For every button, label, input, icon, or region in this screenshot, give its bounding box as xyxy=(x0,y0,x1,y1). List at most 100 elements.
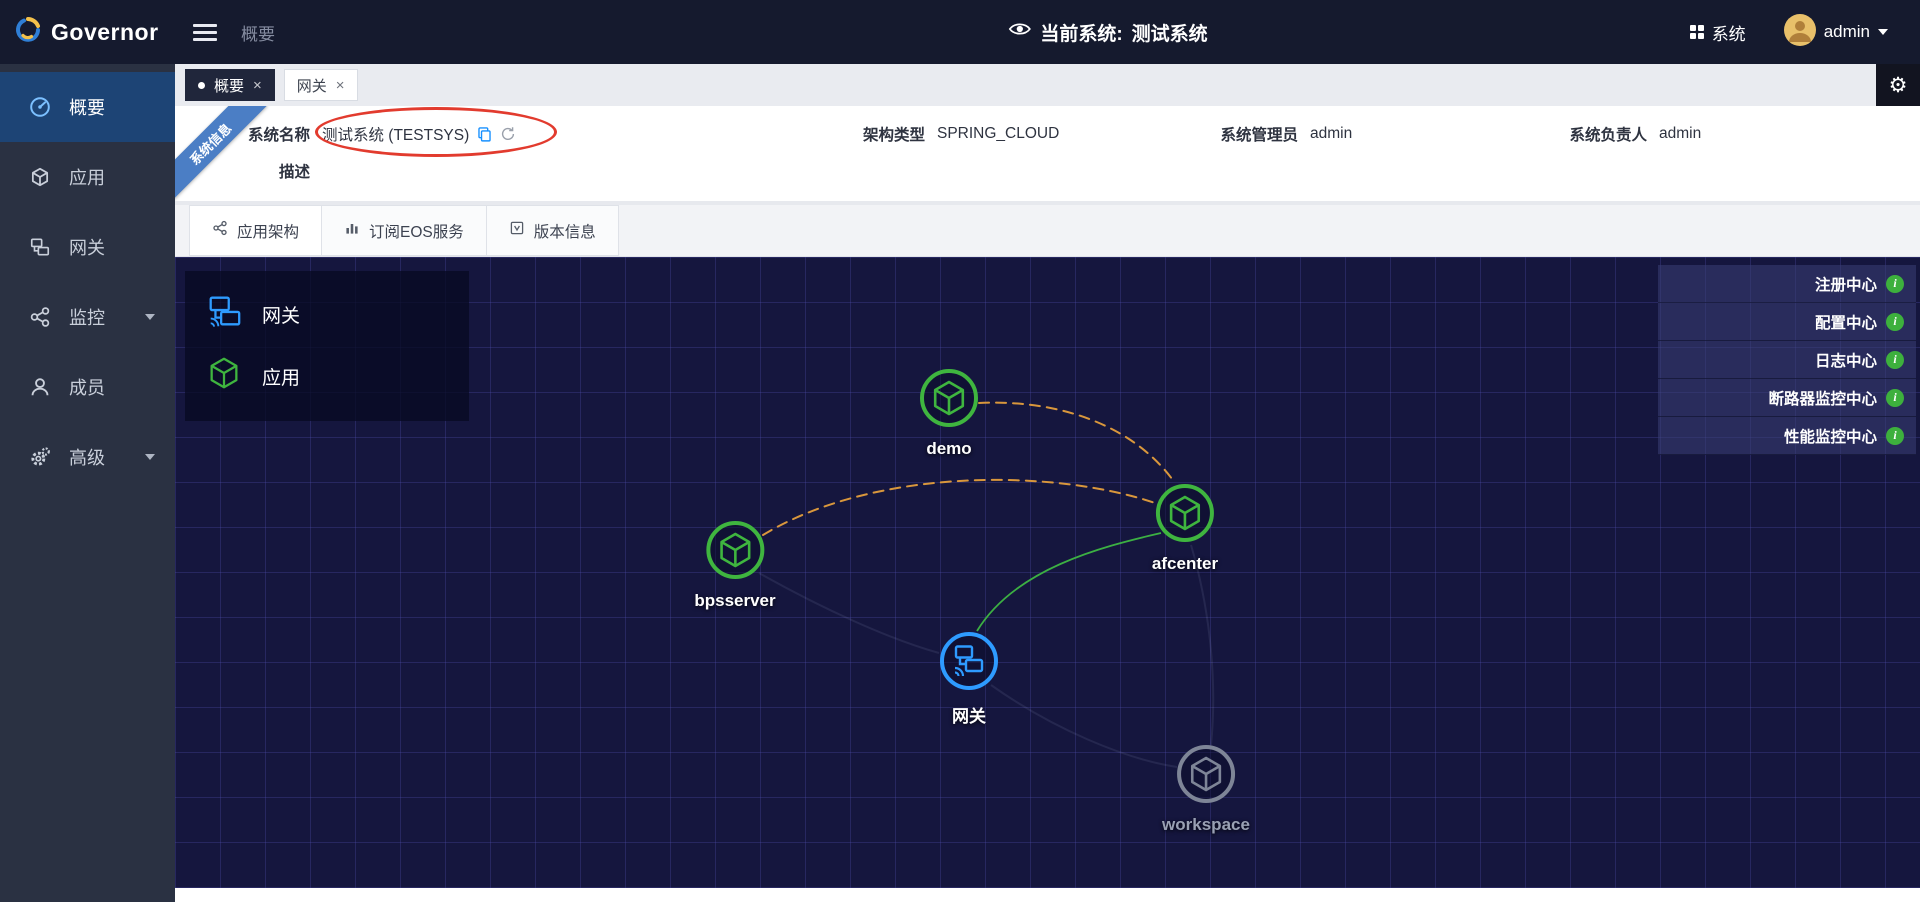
node-label: demo xyxy=(926,439,972,458)
legend-app[interactable]: 应用 xyxy=(185,345,469,407)
node-demo[interactable]: demo xyxy=(917,366,981,459)
service-row-performance[interactable]: 性能监控中心 i xyxy=(1658,417,1916,455)
advanced-icon xyxy=(28,446,52,468)
sidebar-item-gateway[interactable]: 网关 xyxy=(0,212,175,282)
sidebar-item-label: 成员 xyxy=(69,378,105,398)
view-tab-eos-services[interactable]: 订阅EOS服务 xyxy=(322,205,487,256)
node-label: bpsserver xyxy=(694,591,776,610)
service-label: 配置中心 xyxy=(1814,314,1877,332)
sidebar-item-overview[interactable]: 概要 xyxy=(0,72,175,142)
logo-text: Governor xyxy=(51,18,159,45)
chevron-down-icon xyxy=(145,454,155,460)
version-box-icon xyxy=(509,220,525,241)
current-system-indicator: 当前系统: 测试系统 xyxy=(1008,19,1208,46)
top-bar: Governor 概要 当前系统: 测试系统 系统 admin xyxy=(0,0,1920,64)
field-architecture-type: 架构类型 SPRING_CLOUD xyxy=(862,125,1060,144)
system-name-value: 测试系统 (TESTSYS) xyxy=(322,127,470,144)
app-node-icon xyxy=(1153,481,1217,550)
field-system-name: 系统名称 测试系统 (TESTSYS) xyxy=(175,123,765,145)
section-divider xyxy=(175,201,1920,205)
topology-canvas[interactable]: 网关 应用 demo bpsser xyxy=(175,257,1920,888)
copy-icon[interactable] xyxy=(476,126,493,143)
node-gateway[interactable]: 网关 xyxy=(937,629,1001,727)
app-node-icon xyxy=(703,518,767,587)
info-icon[interactable]: i xyxy=(1886,388,1904,407)
gear-icon: ⚙ xyxy=(1888,73,1908,97)
node-label: afcenter xyxy=(1151,554,1219,573)
username: admin xyxy=(1823,22,1870,41)
field-system-admin: 系统管理员 admin xyxy=(1220,125,1353,144)
service-row-circuit-breaker[interactable]: 断路器监控中心 i xyxy=(1658,379,1916,417)
service-label: 性能监控中心 xyxy=(1783,428,1877,446)
avatar xyxy=(1783,13,1816,51)
legend-label: 应用 xyxy=(262,367,301,389)
node-bpsserver[interactable]: bpsserver xyxy=(694,518,776,611)
service-label: 断路器监控中心 xyxy=(1768,390,1877,408)
edge-gateway-afcenter xyxy=(976,532,1162,632)
info-icon[interactable]: i xyxy=(1886,350,1904,369)
service-label: 日志中心 xyxy=(1814,352,1877,370)
menu-toggle-icon[interactable] xyxy=(193,23,217,41)
service-row-config[interactable]: 配置中心 i xyxy=(1658,303,1916,341)
sidebar-item-advanced[interactable]: 高级 xyxy=(0,422,175,492)
sidebar-item-members[interactable]: 成员 xyxy=(0,352,175,422)
gateway-node-icon xyxy=(937,629,1001,698)
user-menu[interactable]: admin xyxy=(1783,13,1888,51)
sidebar-item-label: 网关 xyxy=(69,238,105,258)
tab-settings-button[interactable]: ⚙ xyxy=(1876,64,1920,106)
app-node-icon-inactive xyxy=(1174,742,1238,811)
view-tabs: 应用架构 订阅EOS服务 版本信息 xyxy=(175,205,1920,257)
view-tab-version-info[interactable]: 版本信息 xyxy=(486,205,619,256)
app-legend-icon xyxy=(205,354,243,398)
architecture-icon xyxy=(212,220,228,241)
eye-icon xyxy=(1008,21,1031,43)
refresh-icon[interactable] xyxy=(500,126,516,142)
view-tab-architecture[interactable]: 应用架构 xyxy=(189,205,323,256)
info-icon[interactable]: i xyxy=(1886,312,1904,331)
legend-label: 网关 xyxy=(262,305,301,327)
edge-bpsserver-afcenter xyxy=(762,478,1156,536)
logo-icon xyxy=(14,16,42,49)
page-tab-label: 网关 xyxy=(296,77,327,95)
active-tab-dot xyxy=(198,81,205,89)
dashboard-icon xyxy=(28,96,52,118)
page-tab-gateway[interactable]: 网关 × xyxy=(283,69,358,101)
page-tab-label: 概要 xyxy=(214,77,245,95)
node-afcenter[interactable]: afcenter xyxy=(1152,481,1218,574)
edge-afcenter-workspace xyxy=(1190,544,1215,746)
apps-grid-icon xyxy=(1689,25,1704,39)
view-tab-label: 订阅EOS服务 xyxy=(369,223,464,241)
sidebar-item-apps[interactable]: 应用 xyxy=(0,142,175,212)
page-tab-overview[interactable]: 概要 × xyxy=(185,69,275,101)
node-workspace[interactable]: workspace xyxy=(1162,742,1250,835)
legend-panel: 网关 应用 xyxy=(185,271,469,421)
page-tab-bar: 概要 × 网关 × ⚙ xyxy=(175,64,1920,106)
legend-gateway[interactable]: 网关 xyxy=(185,283,469,345)
info-icon[interactable]: i xyxy=(1886,426,1904,445)
info-icon[interactable]: i xyxy=(1886,274,1904,293)
service-row-registry[interactable]: 注册中心 i xyxy=(1658,265,1916,303)
architecture-type-value: SPRING_CLOUD xyxy=(937,125,1060,142)
sidebar-item-monitoring[interactable]: 监控 xyxy=(0,282,175,352)
close-icon[interactable]: × xyxy=(335,76,345,94)
edge-bpsserver-gateway xyxy=(758,572,940,654)
sidebar-item-label: 概要 xyxy=(69,98,105,118)
edge-demo-afcenter xyxy=(978,401,1176,484)
view-tab-label: 版本信息 xyxy=(533,223,596,241)
sidebar: 概要 应用 网关 监控 成员 xyxy=(0,64,175,902)
app-logo[interactable]: Governor xyxy=(0,0,175,64)
gateway-legend-icon xyxy=(205,292,243,336)
sidebar-item-label: 高级 xyxy=(69,448,105,468)
bar-chart-icon xyxy=(344,220,360,241)
system-menu[interactable]: 系统 xyxy=(1689,20,1746,45)
node-label: 网关 xyxy=(952,707,986,726)
system-info-panel: 系统信息 系统名称 测试系统 (TESTSYS) xyxy=(175,106,1920,201)
app-node-icon xyxy=(917,366,981,435)
gateway-icon xyxy=(28,236,52,258)
current-system-label: 当前系统: xyxy=(1040,23,1123,45)
member-icon xyxy=(28,376,52,398)
breadcrumb: 概要 xyxy=(241,24,275,44)
bottom-strip xyxy=(175,888,1920,902)
service-row-log[interactable]: 日志中心 i xyxy=(1658,341,1916,379)
close-icon[interactable]: × xyxy=(253,76,262,94)
